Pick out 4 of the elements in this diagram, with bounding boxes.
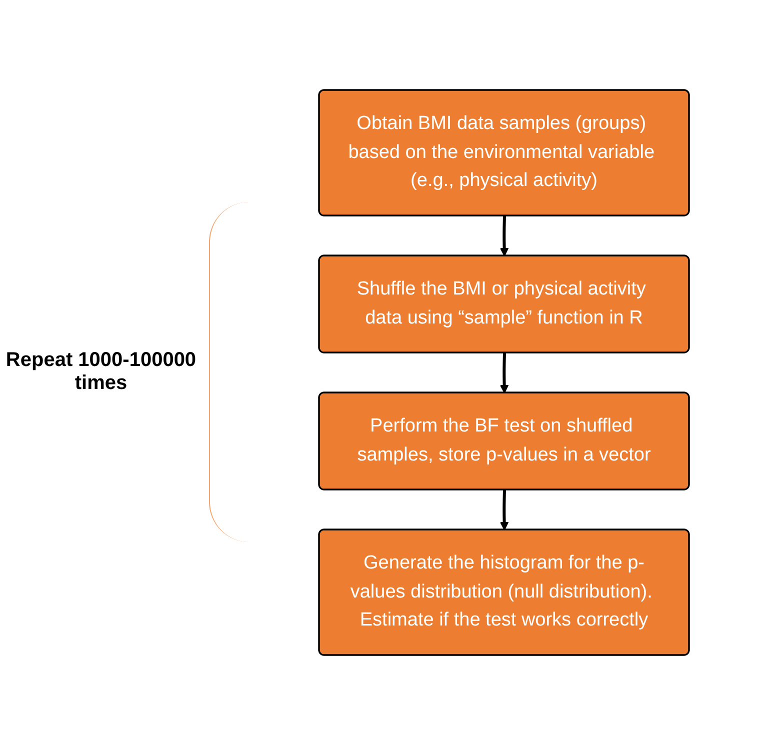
arrow <box>499 215 508 256</box>
arrow <box>499 489 508 530</box>
arrow <box>499 352 508 393</box>
note-text: Repeat 1000-100000 times <box>4 349 198 395</box>
